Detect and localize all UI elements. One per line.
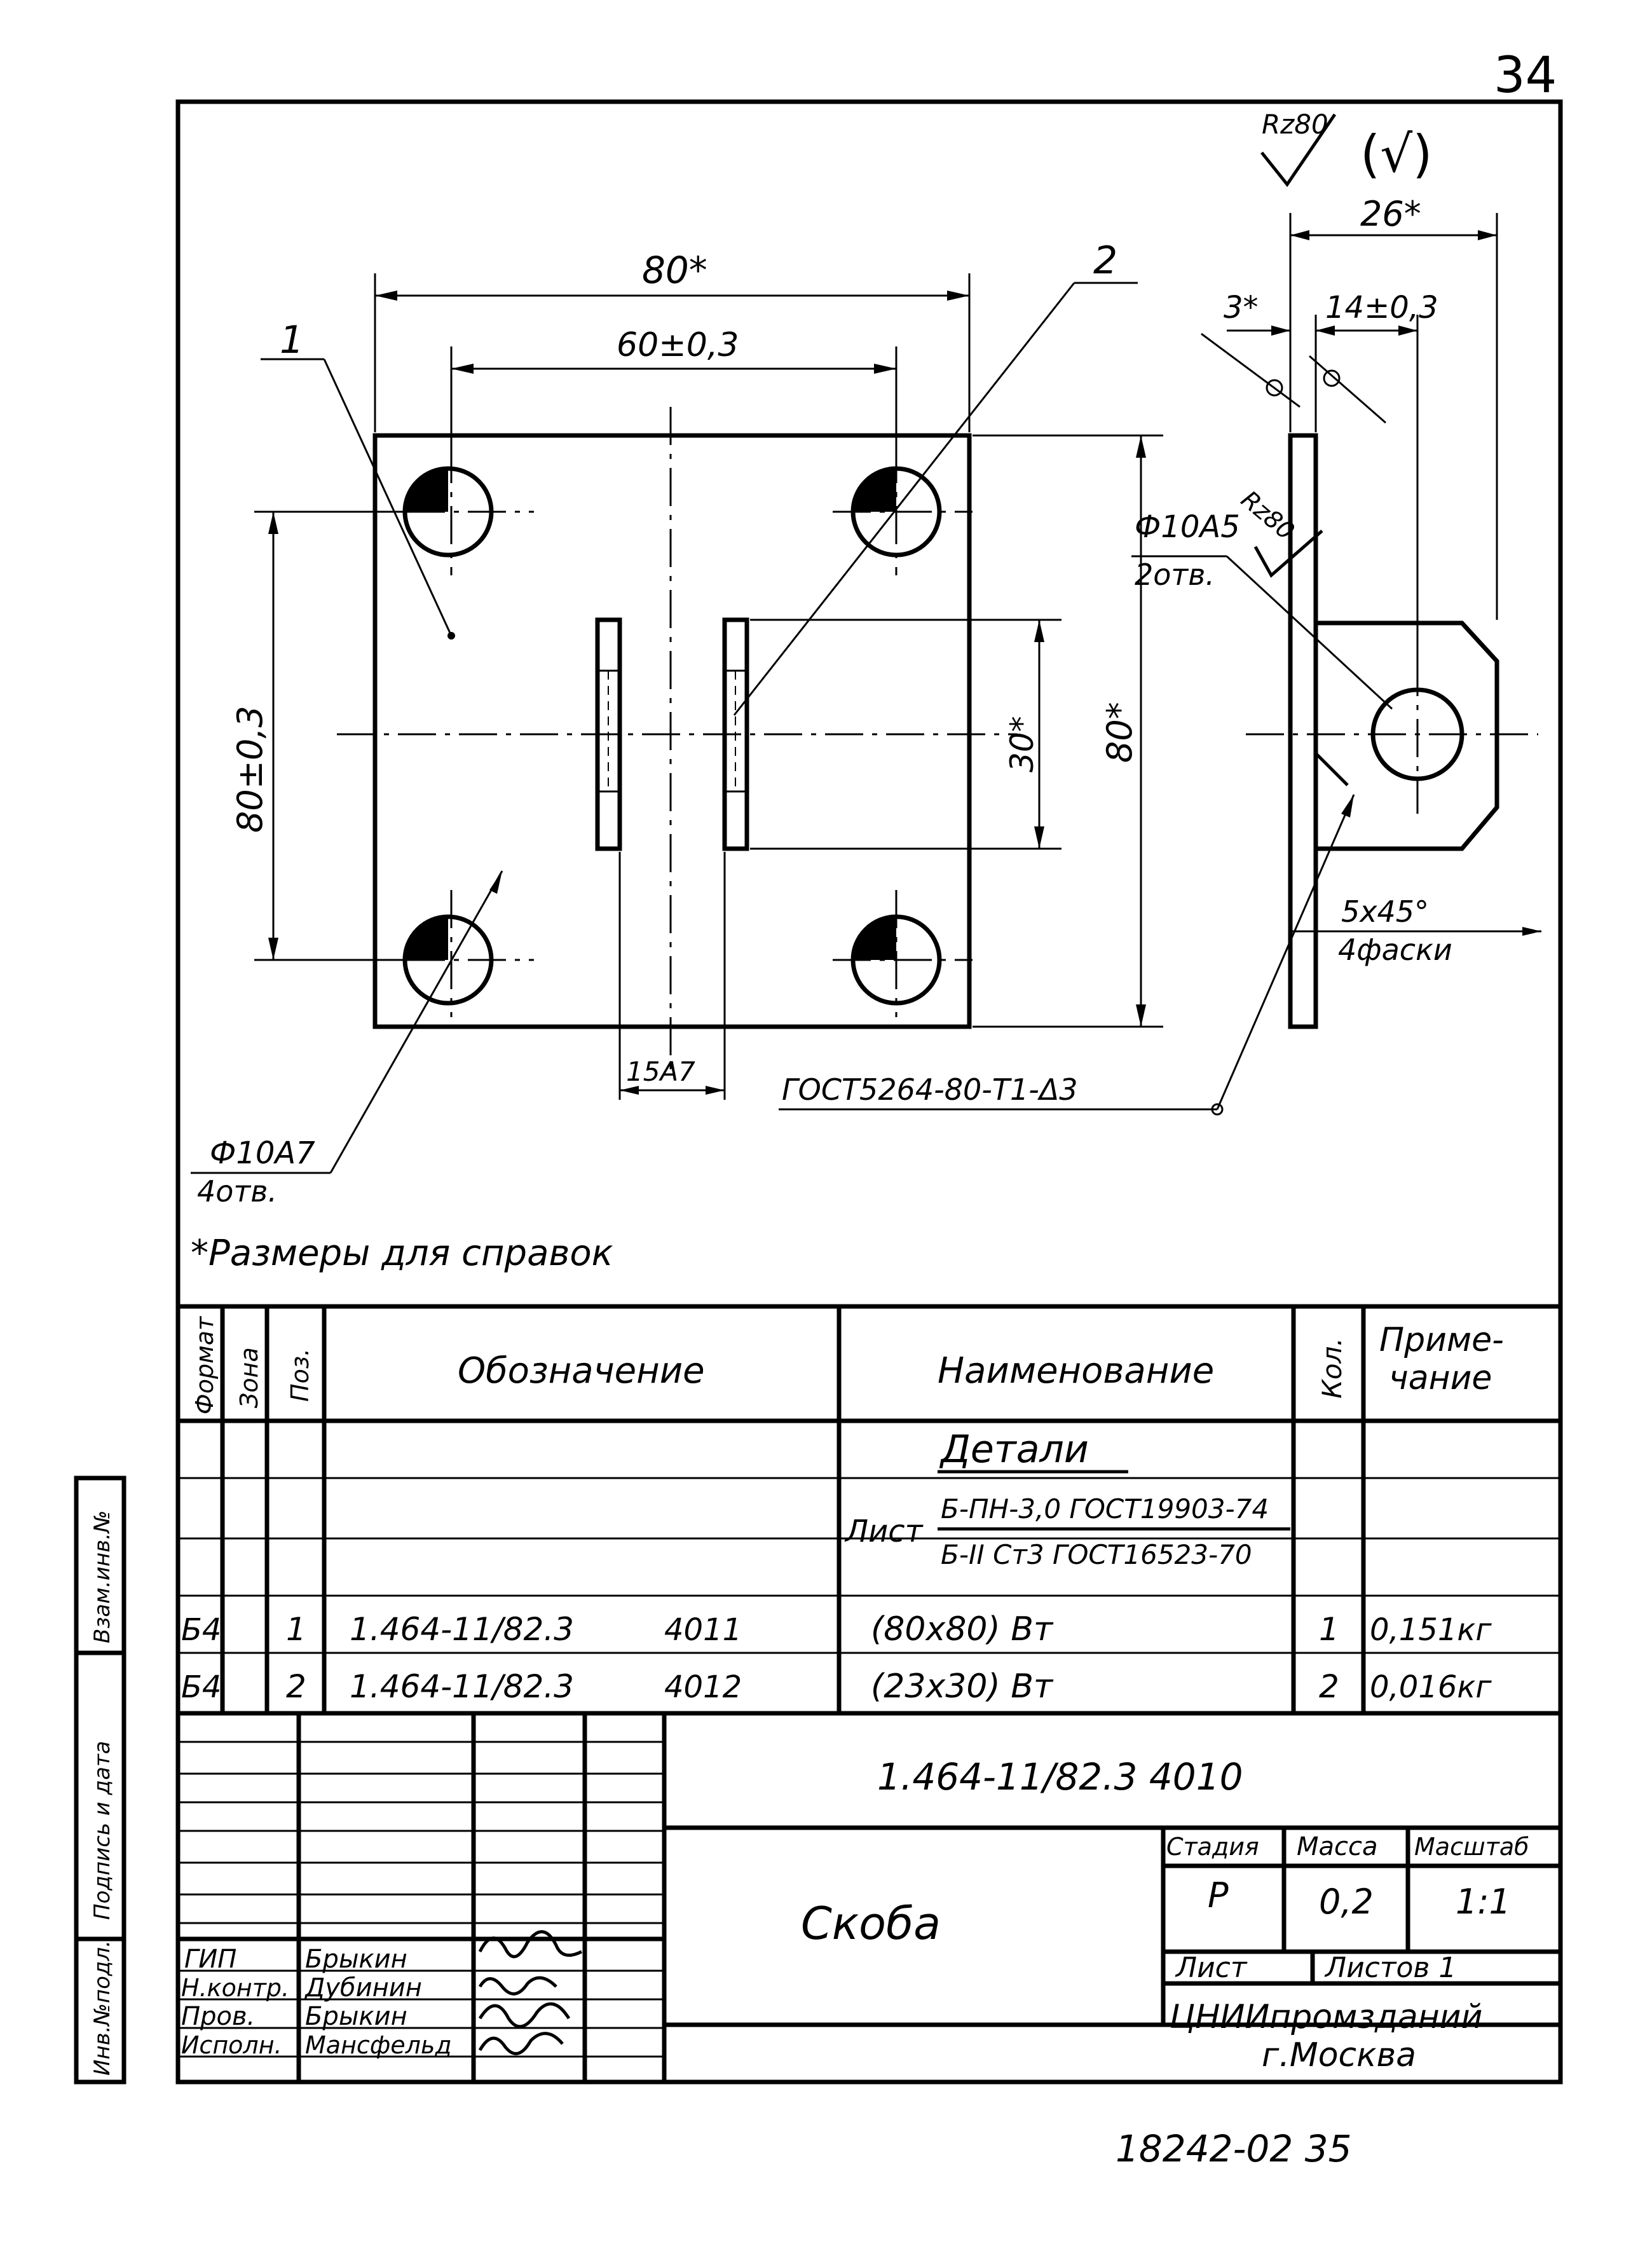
svg-text:г.Москва: г.Москва <box>1262 2036 1416 2074</box>
svg-text:Кол.: Кол. <box>1316 1338 1348 1399</box>
svg-text:Б-ПН-3,0 ГОСТ19903-74: Б-ПН-3,0 ГОСТ19903-74 <box>941 1493 1269 1524</box>
svg-text:ГИП: ГИП <box>184 1945 236 1974</box>
svg-text:Ф10А5: Ф10А5 <box>1135 509 1240 545</box>
title-block: 1.464-11/82.3 4010 Скоба Стадия Масса Ма… <box>178 1713 1560 2082</box>
svg-text:Дубинин: Дубинин <box>304 1973 422 2003</box>
svg-text:Поз.: Поз. <box>286 1348 314 1402</box>
svg-text:80*: 80* <box>642 249 707 292</box>
svg-text:Обозначение: Обозначение <box>458 1350 705 1392</box>
svg-text:2: 2 <box>1319 1668 1339 1705</box>
svg-text:1: 1 <box>280 318 304 362</box>
svg-text:Масса: Масса <box>1297 1832 1378 1861</box>
svg-text:80±0,3: 80±0,3 <box>230 706 270 833</box>
svg-text:Б4: Б4 <box>181 1612 221 1648</box>
svg-text:26*: 26* <box>1360 194 1421 234</box>
side-view: 26* 3* 14±0,3 Ф10А5 2отв. Rz80 5х45° 4фа… <box>1131 194 1541 1116</box>
hole-bottom-right <box>850 914 942 1006</box>
svg-text:Пров.: Пров. <box>181 2002 255 2031</box>
svg-text:15А7: 15А7 <box>626 1056 695 1087</box>
svg-text:Подпись и дата: Подпись и дата <box>90 1741 115 1920</box>
svg-text:3*: 3* <box>1224 290 1259 325</box>
lug-left <box>595 617 622 851</box>
svg-text:60±0,3: 60±0,3 <box>617 326 739 364</box>
front-view: 80* 60±0,3 80±0,3 80* 30* <box>191 238 1217 1209</box>
svg-text:(√): (√) <box>1360 125 1432 184</box>
svg-text:4011: 4011 <box>664 1612 742 1648</box>
svg-text:Rz80: Rz80 <box>1262 109 1328 140</box>
svg-text:2: 2 <box>286 1668 306 1705</box>
svg-text:Стадия: Стадия <box>1166 1833 1259 1861</box>
svg-text:0,016кг: 0,016кг <box>1370 1669 1492 1705</box>
signatures <box>478 1930 583 2055</box>
doc-number: 1.464-11/82.3 4010 <box>877 1755 1243 1798</box>
spec-table: Формат Зона Поз. Обозначение Наименовани… <box>178 1306 1560 1716</box>
svg-text:Листов 1: Листов 1 <box>1324 1952 1456 1984</box>
svg-text:Н.контр.: Н.контр. <box>181 1974 289 2002</box>
reference-dims-note: *Размеры для справок <box>191 1233 613 1274</box>
svg-text:1: 1 <box>286 1611 306 1648</box>
svg-text:Р: Р <box>1208 1875 1229 1915</box>
svg-text:Приме-: Приме- <box>1379 1321 1504 1359</box>
svg-text:4отв.: 4отв. <box>197 1174 277 1209</box>
svg-text:4012: 4012 <box>664 1669 742 1705</box>
svg-text:1: 1 <box>1319 1611 1339 1648</box>
svg-text:Лист: Лист <box>1175 1952 1248 1984</box>
svg-text:Детали: Детали <box>939 1427 1089 1472</box>
svg-text:Инв.№подл.: Инв.№подл. <box>90 1940 115 2076</box>
svg-text:1.464-11/82.3: 1.464-11/82.3 <box>350 1668 574 1705</box>
svg-text:Лист: Лист <box>844 1514 924 1549</box>
roughness-mark: Rz80 (√) <box>1260 109 1432 188</box>
svg-text:Брыкин: Брыкин <box>305 1945 407 1974</box>
svg-text:4фаски: 4фаски <box>1338 933 1452 967</box>
svg-text:2отв.: 2отв. <box>1135 558 1215 592</box>
side-stamp: Инв.№подл. Подпись и дата Взам.инв.№ <box>74 1476 126 2085</box>
svg-text:Брыкин: Брыкин <box>305 2002 407 2031</box>
svg-text:30*: 30* <box>1004 716 1041 772</box>
svg-text:Мансфельд: Мансфельд <box>305 2031 452 2059</box>
svg-text:(80х80) Вт: (80х80) Вт <box>871 1610 1054 1648</box>
svg-text:чание: чание <box>1389 1359 1492 1397</box>
svg-text:Исполн.: Исполн. <box>181 2031 282 2059</box>
svg-text:1:1: 1:1 <box>1456 1882 1511 1922</box>
svg-text:ГОСТ5264-80-Т1-Δ3: ГОСТ5264-80-Т1-Δ3 <box>782 1072 1078 1107</box>
svg-text:2: 2 <box>1093 238 1117 283</box>
bottom-code: 18242-02 35 <box>1116 2127 1351 2170</box>
svg-text:14±0,3: 14±0,3 <box>1325 290 1438 325</box>
svg-text:Наименование: Наименование <box>938 1350 1214 1392</box>
svg-text:80*: 80* <box>1100 702 1140 763</box>
svg-text:(23х30) Вт: (23х30) Вт <box>871 1667 1054 1706</box>
svg-text:Взам.инв.№: Взам.инв.№ <box>90 1510 115 1643</box>
svg-text:1.464-11/82.3: 1.464-11/82.3 <box>350 1611 574 1648</box>
svg-text:5х45°: 5х45° <box>1341 894 1429 929</box>
svg-text:Зона: Зона <box>235 1347 263 1408</box>
svg-text:0,151кг: 0,151кг <box>1370 1612 1492 1648</box>
lug-right <box>722 617 749 851</box>
hole-top-right <box>850 466 942 558</box>
svg-text:Б4: Б4 <box>181 1669 221 1705</box>
doc-title: Скоба <box>801 1898 941 1950</box>
svg-text:ЦНИИпромзданий: ЦНИИпромзданий <box>1170 1998 1482 2036</box>
svg-text:0,2: 0,2 <box>1319 1882 1374 1922</box>
sheet-frame <box>175 99 1563 2085</box>
svg-text:Формат: Формат <box>191 1315 219 1414</box>
page-number: 34 <box>1494 47 1557 104</box>
svg-text:Б-II Ст3 ГОСТ16523-70: Б-II Ст3 ГОСТ16523-70 <box>941 1539 1252 1570</box>
svg-text:Масштаб: Масштаб <box>1414 1833 1529 1861</box>
svg-text:Ф10А7: Ф10А7 <box>210 1135 315 1171</box>
